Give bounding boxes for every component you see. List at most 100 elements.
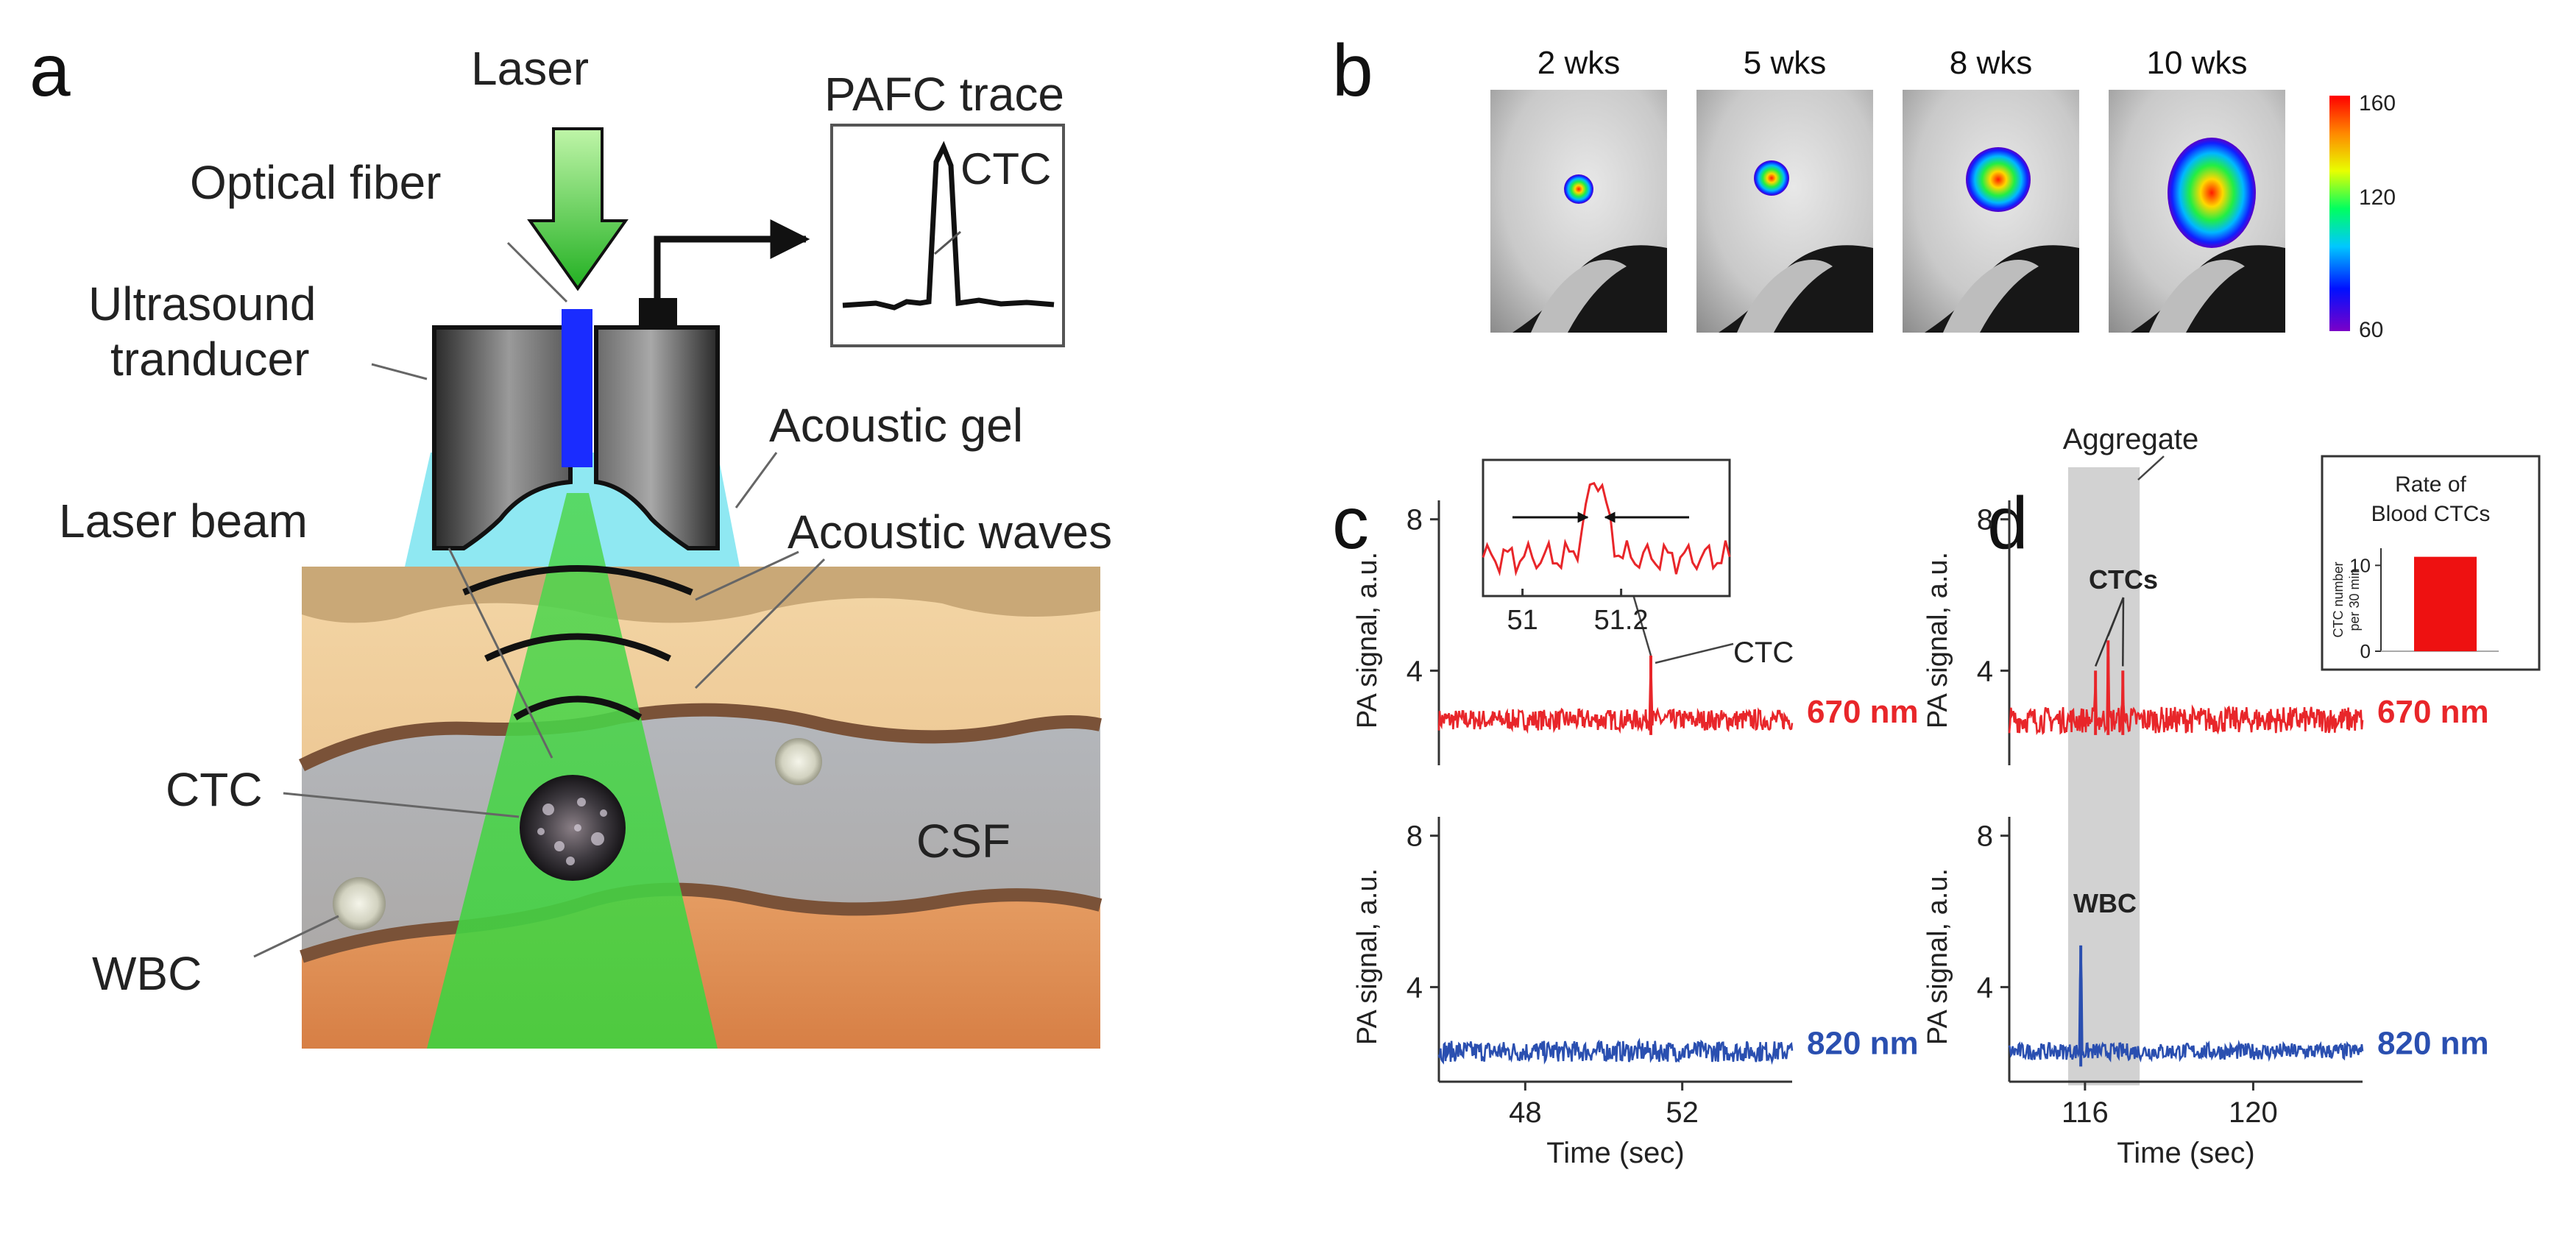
panel-label-a: a bbox=[29, 29, 71, 112]
optical-fiber bbox=[562, 309, 592, 467]
y-tick-label: 8 bbox=[1977, 504, 1993, 536]
leader-ctc bbox=[283, 792, 520, 818]
transducer-left bbox=[432, 325, 573, 550]
leader-gel bbox=[735, 452, 778, 508]
laser-arrow-icon bbox=[527, 127, 629, 291]
bar-inset-title-1: Rate of bbox=[2395, 472, 2466, 497]
mouse-leg bbox=[1531, 260, 1627, 333]
wbc-cell-right bbox=[775, 738, 822, 785]
label-acoustic-waves: Acoustic waves bbox=[788, 506, 1112, 559]
label-ctc: CTC bbox=[166, 763, 263, 816]
y-tick-label: 8 bbox=[1977, 820, 1993, 853]
panel-a: a bbox=[29, 29, 1112, 1049]
label-pafc-trace: PAFC trace bbox=[824, 68, 1064, 121]
x-tick-label: 52 bbox=[1666, 1096, 1699, 1129]
bar-y-label-2: per 30 min bbox=[2347, 568, 2362, 631]
mouse-body bbox=[1903, 90, 2079, 333]
series-label: 670 nm bbox=[2377, 694, 2489, 730]
chart-c-inset: 51 51.2 bbox=[1482, 458, 1731, 636]
leader-lines bbox=[253, 241, 826, 958]
x-tick-label: 116 bbox=[2062, 1096, 2109, 1129]
x-tick-label: 120 bbox=[2229, 1096, 2278, 1129]
pafc-trace-line bbox=[842, 141, 1055, 311]
y-tick-label: 8 bbox=[1406, 504, 1423, 536]
ctcs-leader bbox=[2107, 597, 2125, 637]
colorbar-tick-high: 160 bbox=[2359, 91, 2396, 116]
bar-inset-title-2: Blood CTCs bbox=[2371, 502, 2491, 526]
colorbar-tick-low: 60 bbox=[2359, 318, 2383, 342]
mouse-body bbox=[1490, 90, 1667, 333]
leader-waves-1 bbox=[695, 550, 799, 601]
transducer-right bbox=[594, 325, 720, 550]
leader-transducer bbox=[371, 363, 428, 380]
colorbar-tick-mid: 120 bbox=[2359, 185, 2396, 210]
panel-label-b: b bbox=[1332, 29, 1373, 112]
ultrasound-transducer bbox=[432, 298, 720, 550]
x-axis-label: Time (sec) bbox=[1546, 1137, 1684, 1169]
acoustic-waves bbox=[462, 565, 693, 720]
signal-connector-arrow bbox=[654, 219, 810, 298]
inset-frame bbox=[1482, 458, 1731, 598]
leader-laser-beam bbox=[447, 547, 553, 759]
membrane-upper bbox=[298, 703, 1102, 772]
label-wbc: WBC bbox=[92, 947, 202, 1000]
y-axis-label: PA signal, a.u. bbox=[1352, 552, 1383, 728]
series-label: 820 nm bbox=[1807, 1026, 1919, 1062]
mouse-body bbox=[1696, 90, 1873, 333]
leader-optical-fiber bbox=[506, 241, 568, 303]
leader-wbc bbox=[253, 915, 339, 958]
membrane-lower bbox=[300, 882, 1103, 963]
series-line bbox=[1437, 1038, 1794, 1066]
bar-y-label-1: CTC number bbox=[2331, 561, 2346, 637]
label-ultrasound-2: tranducer bbox=[110, 333, 309, 386]
y-tick-label: 4 bbox=[1406, 655, 1423, 687]
chart-c-top: 4 8 PA signal, a.u. 670 nm CTC bbox=[1352, 500, 1919, 765]
ctcs-annotation: CTCs bbox=[2089, 564, 2158, 595]
leader-waves-2 bbox=[694, 558, 826, 689]
series-label: 820 nm bbox=[2377, 1026, 2489, 1062]
mouse-leg bbox=[1943, 260, 2039, 333]
panel-label-d: d bbox=[1987, 482, 2028, 564]
bioluminescence-spot bbox=[2168, 138, 2256, 248]
series-line bbox=[1437, 655, 1794, 734]
ctc-cell bbox=[520, 775, 626, 881]
colorbar bbox=[2329, 96, 2350, 331]
y-tick-label: 4 bbox=[1406, 971, 1423, 1004]
aggregate-leader bbox=[2137, 455, 2165, 481]
bioluminescence-spot bbox=[1966, 147, 2031, 212]
label-laser: Laser bbox=[471, 42, 589, 95]
label-csf: CSF bbox=[916, 815, 1011, 868]
y-axis-label: PA signal, a.u. bbox=[1922, 552, 1953, 728]
label-ctc-trace: CTC bbox=[960, 144, 1051, 194]
label-laser-beam: Laser beam bbox=[59, 494, 308, 547]
bioluminescence-spot bbox=[1754, 160, 1789, 196]
ctc-annotation: CTC bbox=[1733, 637, 1794, 669]
week-label: 8 wks bbox=[1950, 45, 2032, 81]
bar-ctc-rate bbox=[2414, 556, 2477, 651]
inset-x-tick-label: 51.2 bbox=[1594, 605, 1649, 636]
ctc-trace-leader bbox=[934, 230, 961, 255]
y-axis-label: PA signal, a.u. bbox=[1352, 868, 1383, 1045]
series-line bbox=[2008, 656, 2364, 736]
x-tick-label: 48 bbox=[1509, 1096, 1542, 1129]
y-tick-label: 4 bbox=[1977, 655, 1993, 687]
series-line bbox=[2008, 945, 2364, 1063]
week-label: 2 wks bbox=[1538, 45, 1620, 81]
wbc-annotation: WBC bbox=[2073, 888, 2137, 918]
week-label: 5 wks bbox=[1744, 45, 1826, 81]
label-acoustic-gel: Acoustic gel bbox=[769, 399, 1023, 452]
inset-x-tick-label: 51 bbox=[1507, 605, 1538, 636]
bioluminescence-spot bbox=[1564, 174, 1593, 204]
mouse-leg bbox=[2149, 260, 2245, 333]
mouse-leg bbox=[1737, 260, 1833, 333]
series-label: 670 nm bbox=[1807, 694, 1919, 730]
y-axis-label: PA signal, a.u. bbox=[1922, 868, 1953, 1045]
